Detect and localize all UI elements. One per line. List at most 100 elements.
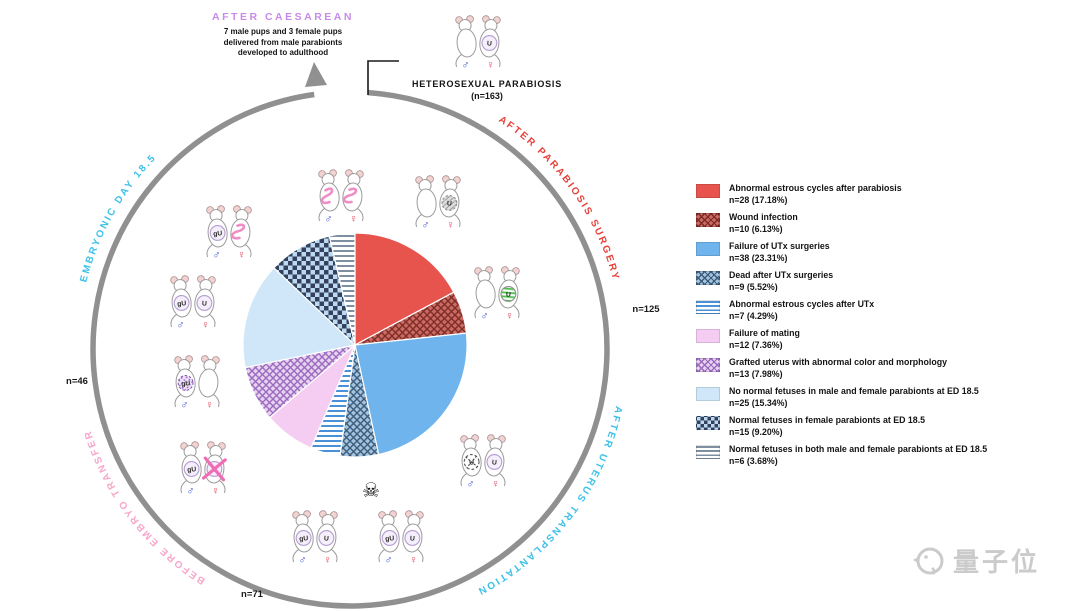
qbitai-watermark: 量子位 — [912, 542, 1040, 579]
sex-symbol-female: ♀ — [486, 59, 495, 72]
skull-icon: ☠ — [362, 480, 380, 502]
legend-swatch — [696, 213, 720, 227]
legend-label: Normal fetuses in female parabionts at E… — [729, 415, 926, 425]
sex-symbol-female: ♀ — [205, 399, 214, 412]
uterus-icon — [441, 195, 458, 211]
mouse-icon: gU ♂ — [206, 205, 228, 262]
sex-symbol-female: ♀ — [349, 213, 358, 226]
legend-swatch — [696, 416, 720, 430]
pair-heterosexual-parabiosis: ♂ U ♀ — [455, 15, 501, 72]
mouse-icon: gU♂ — [378, 510, 400, 566]
mouse-icon: U♀ — [498, 266, 520, 322]
sex-symbol-female: ♀ — [446, 219, 455, 232]
mouse-icon: U♀ — [484, 434, 506, 491]
legend-label: Wound infection — [729, 212, 798, 222]
legend-swatch — [696, 387, 720, 401]
legend-item: Dead after UTx surgeries n=9 (5.52%) — [696, 270, 1074, 292]
mouse-icon: ♀ — [342, 169, 364, 226]
uterus-label: U — [492, 459, 498, 466]
legend-stats: n=13 (7.98%) — [729, 368, 783, 379]
legend-text: No normal fetuses in male and female par… — [729, 386, 979, 408]
legend-swatch — [696, 184, 720, 198]
legend-label: Abnormal estrous cycles after parabiosis — [729, 183, 902, 193]
milestone-count: n=71 — [241, 589, 264, 600]
legend-swatch — [696, 358, 720, 372]
milestone-count: n=46 — [66, 376, 88, 387]
legend-item: Abnormal estrous cycles after parabiosis… — [696, 183, 1074, 205]
legend-swatch — [696, 300, 720, 314]
sex-symbol-female: ♀ — [491, 478, 500, 491]
pair-normal-fetuses-both-parabionts: ♂♀ — [318, 169, 364, 226]
mouse-icon: ♀ — [198, 355, 220, 412]
dashed-cross-icon — [465, 455, 478, 469]
sex-symbol-male: ♂ — [324, 213, 333, 226]
uterus-label: gU — [177, 300, 187, 308]
legend-item: Wound infection n=10 (6.13%) — [696, 212, 1074, 234]
uterus-label: gU — [187, 466, 197, 474]
sex-symbol-male: ♂ — [176, 319, 185, 332]
cross-out-icon — [201, 456, 227, 482]
uterus-icon — [318, 530, 335, 546]
legend-label: Failure of UTx surgeries — [729, 241, 830, 251]
legend-text: Abnormal estrous cycles after UTx n=7 (4… — [729, 299, 874, 321]
pair-after-utx-surgery: ♂U♀ — [474, 266, 520, 322]
uterus-icon — [173, 295, 190, 311]
legend-stats: n=12 (7.36%) — [729, 339, 783, 350]
uterus-label: U — [324, 535, 330, 542]
legend-text: Failure of mating n=12 (7.36%) — [729, 328, 800, 350]
uterus-label: gU — [213, 230, 223, 238]
mouse-icon: ♂ — [474, 266, 496, 322]
sex-symbol-female: ♀ — [201, 319, 210, 332]
mouse-icon: ♂ — [415, 175, 437, 231]
uterus-icon — [183, 461, 200, 477]
uterus-label: gU — [181, 380, 191, 388]
mouse-icon: U♀ — [402, 510, 424, 567]
mouse-icon: ♂ — [455, 15, 477, 71]
uterus-icon — [404, 530, 421, 546]
outcome-note-line: 7 male pups and 3 female pups — [223, 27, 343, 36]
heterosexual-parabiosis-label: HETEROSEXUAL PARABIOSIS (n=163) — [396, 79, 578, 101]
uterus-label: U — [410, 535, 416, 542]
legend-stats: n=15 (9.20%) — [729, 426, 783, 437]
caesarean-outcome-note: AFTER CAESAREAN 7 male pups and 3 female… — [193, 11, 373, 59]
legend-label: Dead after UTx surgeries — [729, 270, 834, 280]
legend-text: Grafted uterus with abnormal color and m… — [729, 357, 947, 379]
sex-symbol-female: ♀ — [409, 554, 418, 567]
sex-symbol-female: ♀ — [211, 485, 220, 498]
after-caesarean-label: AFTER CAESAREAN — [212, 11, 354, 23]
sex-symbol-male: ♂ — [212, 249, 221, 262]
sex-symbol-male: ♂ — [180, 399, 189, 412]
legend-item: Normal fetuses in female parabionts at E… — [696, 415, 1074, 437]
legend-item: Abnormal estrous cycles after UTx n=7 (4… — [696, 299, 1074, 321]
legend-label: Normal fetuses in both male and female p… — [729, 444, 988, 454]
outcome-note-line: developed to adulthood — [237, 48, 329, 57]
legend-label: No normal fetuses in male and female par… — [729, 386, 979, 396]
legend-item: Normal fetuses in both male and female p… — [696, 444, 1074, 466]
sex-symbol-male: ♂ — [186, 485, 195, 498]
legend-text: Normal fetuses in female parabionts at E… — [729, 415, 925, 437]
sex-symbol-female: ♀ — [323, 554, 332, 567]
cycle-arrowhead-icon — [305, 62, 327, 87]
fetus-uterus-icon — [342, 187, 358, 204]
legend-stats: n=10 (6.13%) — [729, 223, 783, 234]
legend-stats: n=9 (5.52%) — [729, 281, 778, 292]
legend-text: Dead after UTx surgeries n=9 (5.52%) — [729, 270, 833, 292]
legend-swatch — [696, 329, 720, 343]
pair-uterus-transplanted: gU ♂ U♀ — [170, 275, 216, 332]
legend-item: Failure of mating n=12 (7.36%) — [696, 328, 1074, 350]
legend-label: Failure of mating — [729, 328, 800, 338]
pair-fetus-in-grafted-uterus: gU♂♀ — [206, 205, 252, 262]
legend-swatch — [696, 445, 720, 459]
legend-swatch — [696, 242, 720, 256]
uterus-label: U — [447, 200, 453, 207]
outcome-note-line: delivered from male parabionts — [223, 37, 343, 47]
hetero-connector-line — [367, 60, 399, 95]
fetus-uterus-icon — [320, 187, 334, 205]
pie-slice-9 — [328, 232, 356, 346]
hetero-n-count: (n=163) — [471, 91, 503, 101]
mouse-icon: U♀ — [194, 275, 216, 332]
hetero-title: HETEROSEXUAL PARABIOSIS — [411, 79, 563, 89]
uterus-label: U — [487, 40, 493, 47]
